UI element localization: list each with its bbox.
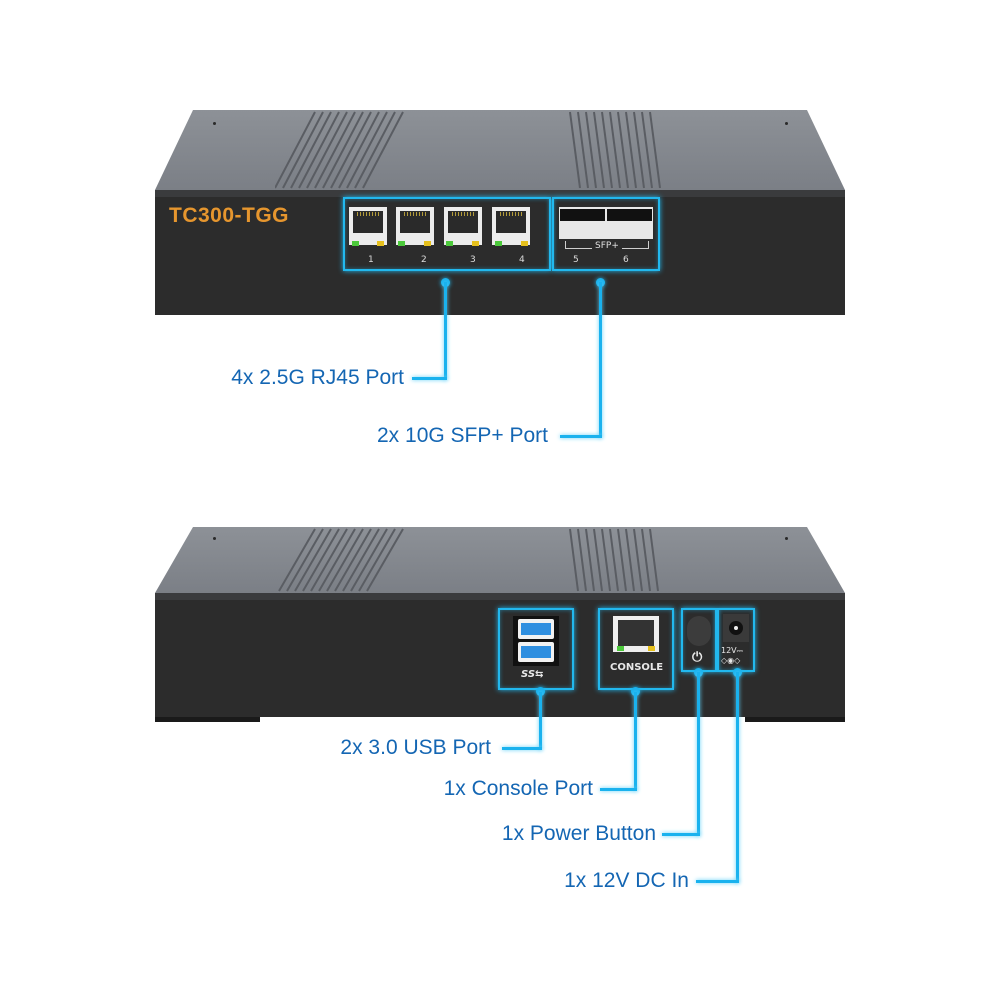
port-number: 3 [470, 255, 476, 265]
activity-led [424, 241, 431, 246]
callout-console-port: 1x Console Port [443, 777, 593, 800]
callout-line [502, 747, 542, 750]
rj45-port-group-highlight [343, 197, 551, 271]
port-number: 1 [368, 255, 374, 265]
callout-line [412, 377, 447, 380]
chassis-edge [155, 190, 845, 197]
activity-led [521, 241, 528, 246]
console-port[interactable] [613, 616, 659, 652]
callout-line [444, 282, 447, 380]
port-number: 5 [573, 255, 579, 265]
callout-sfp-ports: 2x 10G SFP+ Port [377, 424, 548, 447]
chassis-top [155, 110, 845, 190]
callout-dc-in: 1x 12V DC In [564, 869, 689, 892]
heatsink-fins-right [569, 111, 661, 189]
link-led [446, 241, 453, 246]
callout-line [697, 672, 700, 836]
port-number: 4 [519, 255, 525, 265]
link-led [495, 241, 502, 246]
rear-device-view: SS⇆ CONSOLE ⏻ 12V⎓ ◇◉◇ [155, 527, 845, 723]
callout-line [662, 833, 700, 836]
usb-port-1[interactable] [518, 619, 554, 639]
usb-superspeed-icon: SS⇆ [521, 669, 544, 680]
activity-led [648, 646, 655, 651]
chassis-edge [155, 593, 845, 600]
sfp-port-5[interactable] [560, 209, 605, 221]
link-led [352, 241, 359, 246]
screw [785, 537, 788, 540]
port-number: 2 [421, 255, 427, 265]
callout-line [634, 692, 637, 791]
callout-line [696, 880, 739, 883]
power-icon: ⏻ [692, 650, 703, 665]
dc-polarity-icon: ◇◉◇ [721, 656, 741, 665]
dc-jack[interactable] [723, 614, 749, 642]
sfp-port-6[interactable] [607, 209, 652, 221]
rj45-jack [349, 207, 387, 245]
link-led [398, 241, 405, 246]
usb-port-2[interactable] [518, 642, 554, 662]
link-led [617, 646, 624, 651]
dc-jack-pin [734, 626, 738, 630]
sfp-port-group-highlight [552, 197, 660, 271]
callout-line [539, 692, 542, 750]
callout-anchor-dot [536, 687, 545, 696]
sfp-group-label: SFP+ [592, 241, 622, 251]
callout-line [599, 282, 602, 438]
screw [213, 537, 216, 540]
activity-led [377, 241, 384, 246]
model-label: TC300-TGG [169, 204, 290, 227]
chassis-foot [155, 717, 260, 722]
rj45-jack [492, 207, 530, 245]
front-device-view: TC300-TGG 1 2 3 4 SFP+ 5 6 [155, 110, 845, 315]
chassis-foot [745, 717, 845, 722]
dc-voltage-label: 12V⎓ [721, 646, 744, 655]
heatsink-fins-left [278, 528, 404, 592]
console-label: CONSOLE [610, 662, 664, 673]
callout-line [736, 672, 739, 883]
rj45-jack [396, 207, 434, 245]
heatsink-fins-right [569, 528, 659, 592]
port-number: 6 [623, 255, 629, 265]
screw [213, 122, 216, 125]
callout-rj45-ports: 4x 2.5G RJ45 Port [231, 366, 404, 389]
chassis-top [155, 527, 845, 593]
callout-anchor-dot [631, 687, 640, 696]
callout-line [560, 435, 602, 438]
callout-usb-ports: 2x 3.0 USB Port [340, 736, 491, 759]
power-button[interactable] [687, 616, 711, 646]
heatsink-fins-left [275, 111, 404, 189]
callout-power-button: 1x Power Button [501, 822, 656, 845]
activity-led [472, 241, 479, 246]
screw [785, 122, 788, 125]
rj45-jack [444, 207, 482, 245]
callout-line [600, 788, 637, 791]
